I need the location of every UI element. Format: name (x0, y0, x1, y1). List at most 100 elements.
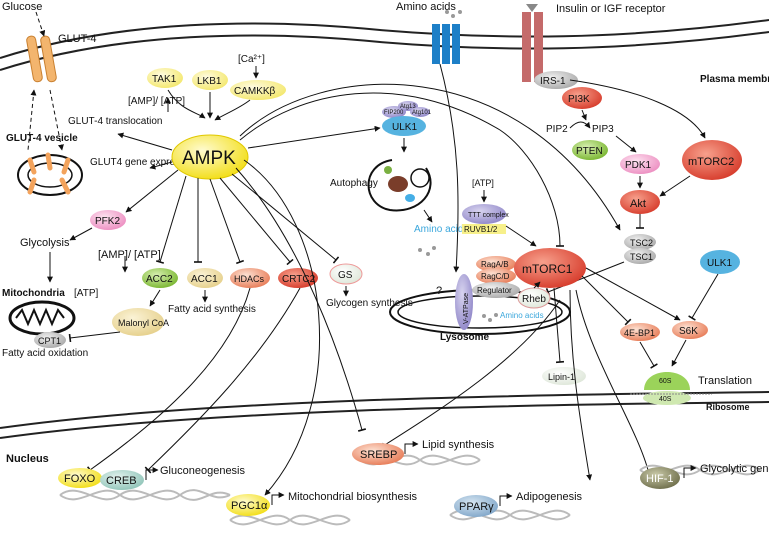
camkkb-node (230, 80, 286, 100)
pi3k-label: PI3K (568, 94, 590, 105)
mitochondria-icon (8, 300, 76, 336)
hdacs-node (230, 268, 270, 288)
mtorc2-label: mTORC2 (688, 156, 734, 168)
hif1-label: HIF-1 (646, 473, 674, 485)
tsc2-label: TSC2 (630, 238, 653, 248)
ulk1-right-label: ULK1 (707, 258, 732, 269)
lysosome-label: Lysosome (440, 332, 490, 343)
pfk2-label: PFK2 (95, 216, 120, 227)
plasma-membrane-label: Plasma membrane (700, 74, 769, 85)
translation-label: Translation (698, 375, 752, 387)
4ebp1-node (620, 323, 660, 341)
irs1-label: IRS-1 (540, 76, 566, 87)
nucleus-label: Nucleus (6, 453, 49, 465)
autophagosome-cargo-icon (388, 176, 408, 192)
s6k-node (672, 321, 708, 339)
autophagy-label: Autophagy (330, 178, 378, 189)
pip3-label: PIP3 (592, 124, 614, 135)
amino-acids-top-label: Amino acids (396, 1, 456, 13)
srebp-node (352, 443, 404, 465)
60s-label: 60S (659, 378, 672, 385)
mitochondria-label: Mitochondria (2, 288, 65, 299)
tak1-node (147, 68, 183, 88)
pgc1a-node (226, 494, 270, 516)
ampk-label: AMPK (182, 148, 236, 169)
mitochondrion-small-icon (410, 168, 430, 188)
regulator-label: Regulator (477, 286, 512, 295)
creb-node (100, 470, 144, 490)
tsc1-node (624, 248, 656, 264)
glycogen-synthesis-label: Glycogen synthesis (326, 298, 413, 309)
lkb1-label: LKB1 (197, 76, 222, 87)
s6k-label: S6K (679, 326, 698, 337)
receptor-label: Insulin or IGF receptor (556, 3, 666, 15)
glut4-vesicle-label: GLUT-4 vesicle (6, 133, 78, 144)
acc1-label: ACC1 (191, 274, 218, 285)
pdk1-node (620, 154, 660, 174)
srebp-label: SREBP (360, 449, 397, 461)
gs-label: GS (338, 270, 353, 281)
rheb-label: Rheb (522, 294, 546, 305)
acc1-node (187, 268, 223, 288)
pdk1-label: PDK1 (625, 160, 652, 171)
glycolytic-genes-label: Glycolytic genes (700, 463, 769, 475)
crtc2-node (278, 268, 318, 288)
camkkb-label: CAMKKβ (234, 86, 276, 97)
acc2-node (142, 268, 178, 288)
vatpase-label: V-ATPase (463, 293, 470, 324)
tsc2-node (624, 234, 656, 250)
ragc-label: RagC/D (481, 272, 510, 281)
gs-node (329, 263, 363, 285)
pten-node (572, 140, 608, 160)
pgc1a-label: PGC1α (231, 500, 268, 512)
ttt-label: TTT complex (468, 212, 509, 219)
lysosome-inner (397, 295, 563, 329)
ruvb-node (462, 224, 506, 234)
question-mark-label: ? (436, 285, 442, 297)
ribosome-label: Ribosome (706, 402, 750, 412)
4ebp1-label: 4E-BP1 (624, 328, 655, 338)
akt-label: Akt (630, 198, 646, 210)
amp-atp-top-label: [AMP]/ [ATP] (128, 96, 185, 107)
crtc2-label: CRTC2 (282, 274, 316, 285)
adipogenesis-label: Adipogenesis (516, 491, 583, 503)
atp-small-label: [ATP] (74, 288, 98, 299)
hdacs-label: HDACs (234, 274, 265, 284)
lipin1-label: Lipin-1 (548, 372, 575, 382)
akt-node (620, 190, 660, 214)
pten-label: PTEN (576, 146, 603, 157)
raga-node (476, 256, 516, 272)
amino-acids-top-text: Amino acids (396, 1, 456, 13)
plasma-membrane (0, 19, 769, 71)
tak1-label: TAK1 (152, 74, 177, 85)
ribosome-icon (630, 372, 712, 405)
fip200-label: FIP200 (384, 110, 404, 116)
amino-acids-mid-label: Amino acids (414, 224, 468, 235)
atg101-node (410, 107, 430, 117)
ragc-node (476, 268, 516, 284)
fatty-acid-oxidation-label: Fatty acid oxidation (2, 348, 88, 359)
insulin-receptor (522, 4, 543, 82)
mito-biosynthesis-label: Mitochondrial biosynthesis (288, 491, 418, 503)
ruvb-label: RUVB1/2 (464, 225, 498, 234)
amino-acid-transporter (432, 10, 462, 64)
amino-acids-lyso-label: Amino acids (500, 311, 544, 320)
atg13-label: Atg13 (400, 104, 416, 110)
fatty-acid-synthesis-label: Fatty acid synthesis (168, 304, 256, 315)
irs1-node (534, 71, 578, 89)
glut4-vesicle-icon (17, 152, 83, 196)
pip2-label: PIP2 (546, 124, 568, 135)
amino-acids-mid-text: Amino acids (414, 224, 468, 235)
gluconeogenesis-label: Gluconeogenesis (160, 465, 246, 477)
ulk1-top-label: ULK1 (392, 122, 417, 133)
foxo-label: FOXO (64, 473, 96, 485)
vatpase-node (455, 274, 473, 330)
mtorc1-node (514, 248, 586, 288)
glycolysis-label: Glycolysis (20, 237, 70, 249)
foxo-node (58, 468, 102, 488)
regulator-node (472, 282, 520, 298)
hif1-node (640, 467, 680, 489)
glucose-label: Glucose (2, 1, 42, 13)
malonyl-coa-node (112, 308, 164, 336)
